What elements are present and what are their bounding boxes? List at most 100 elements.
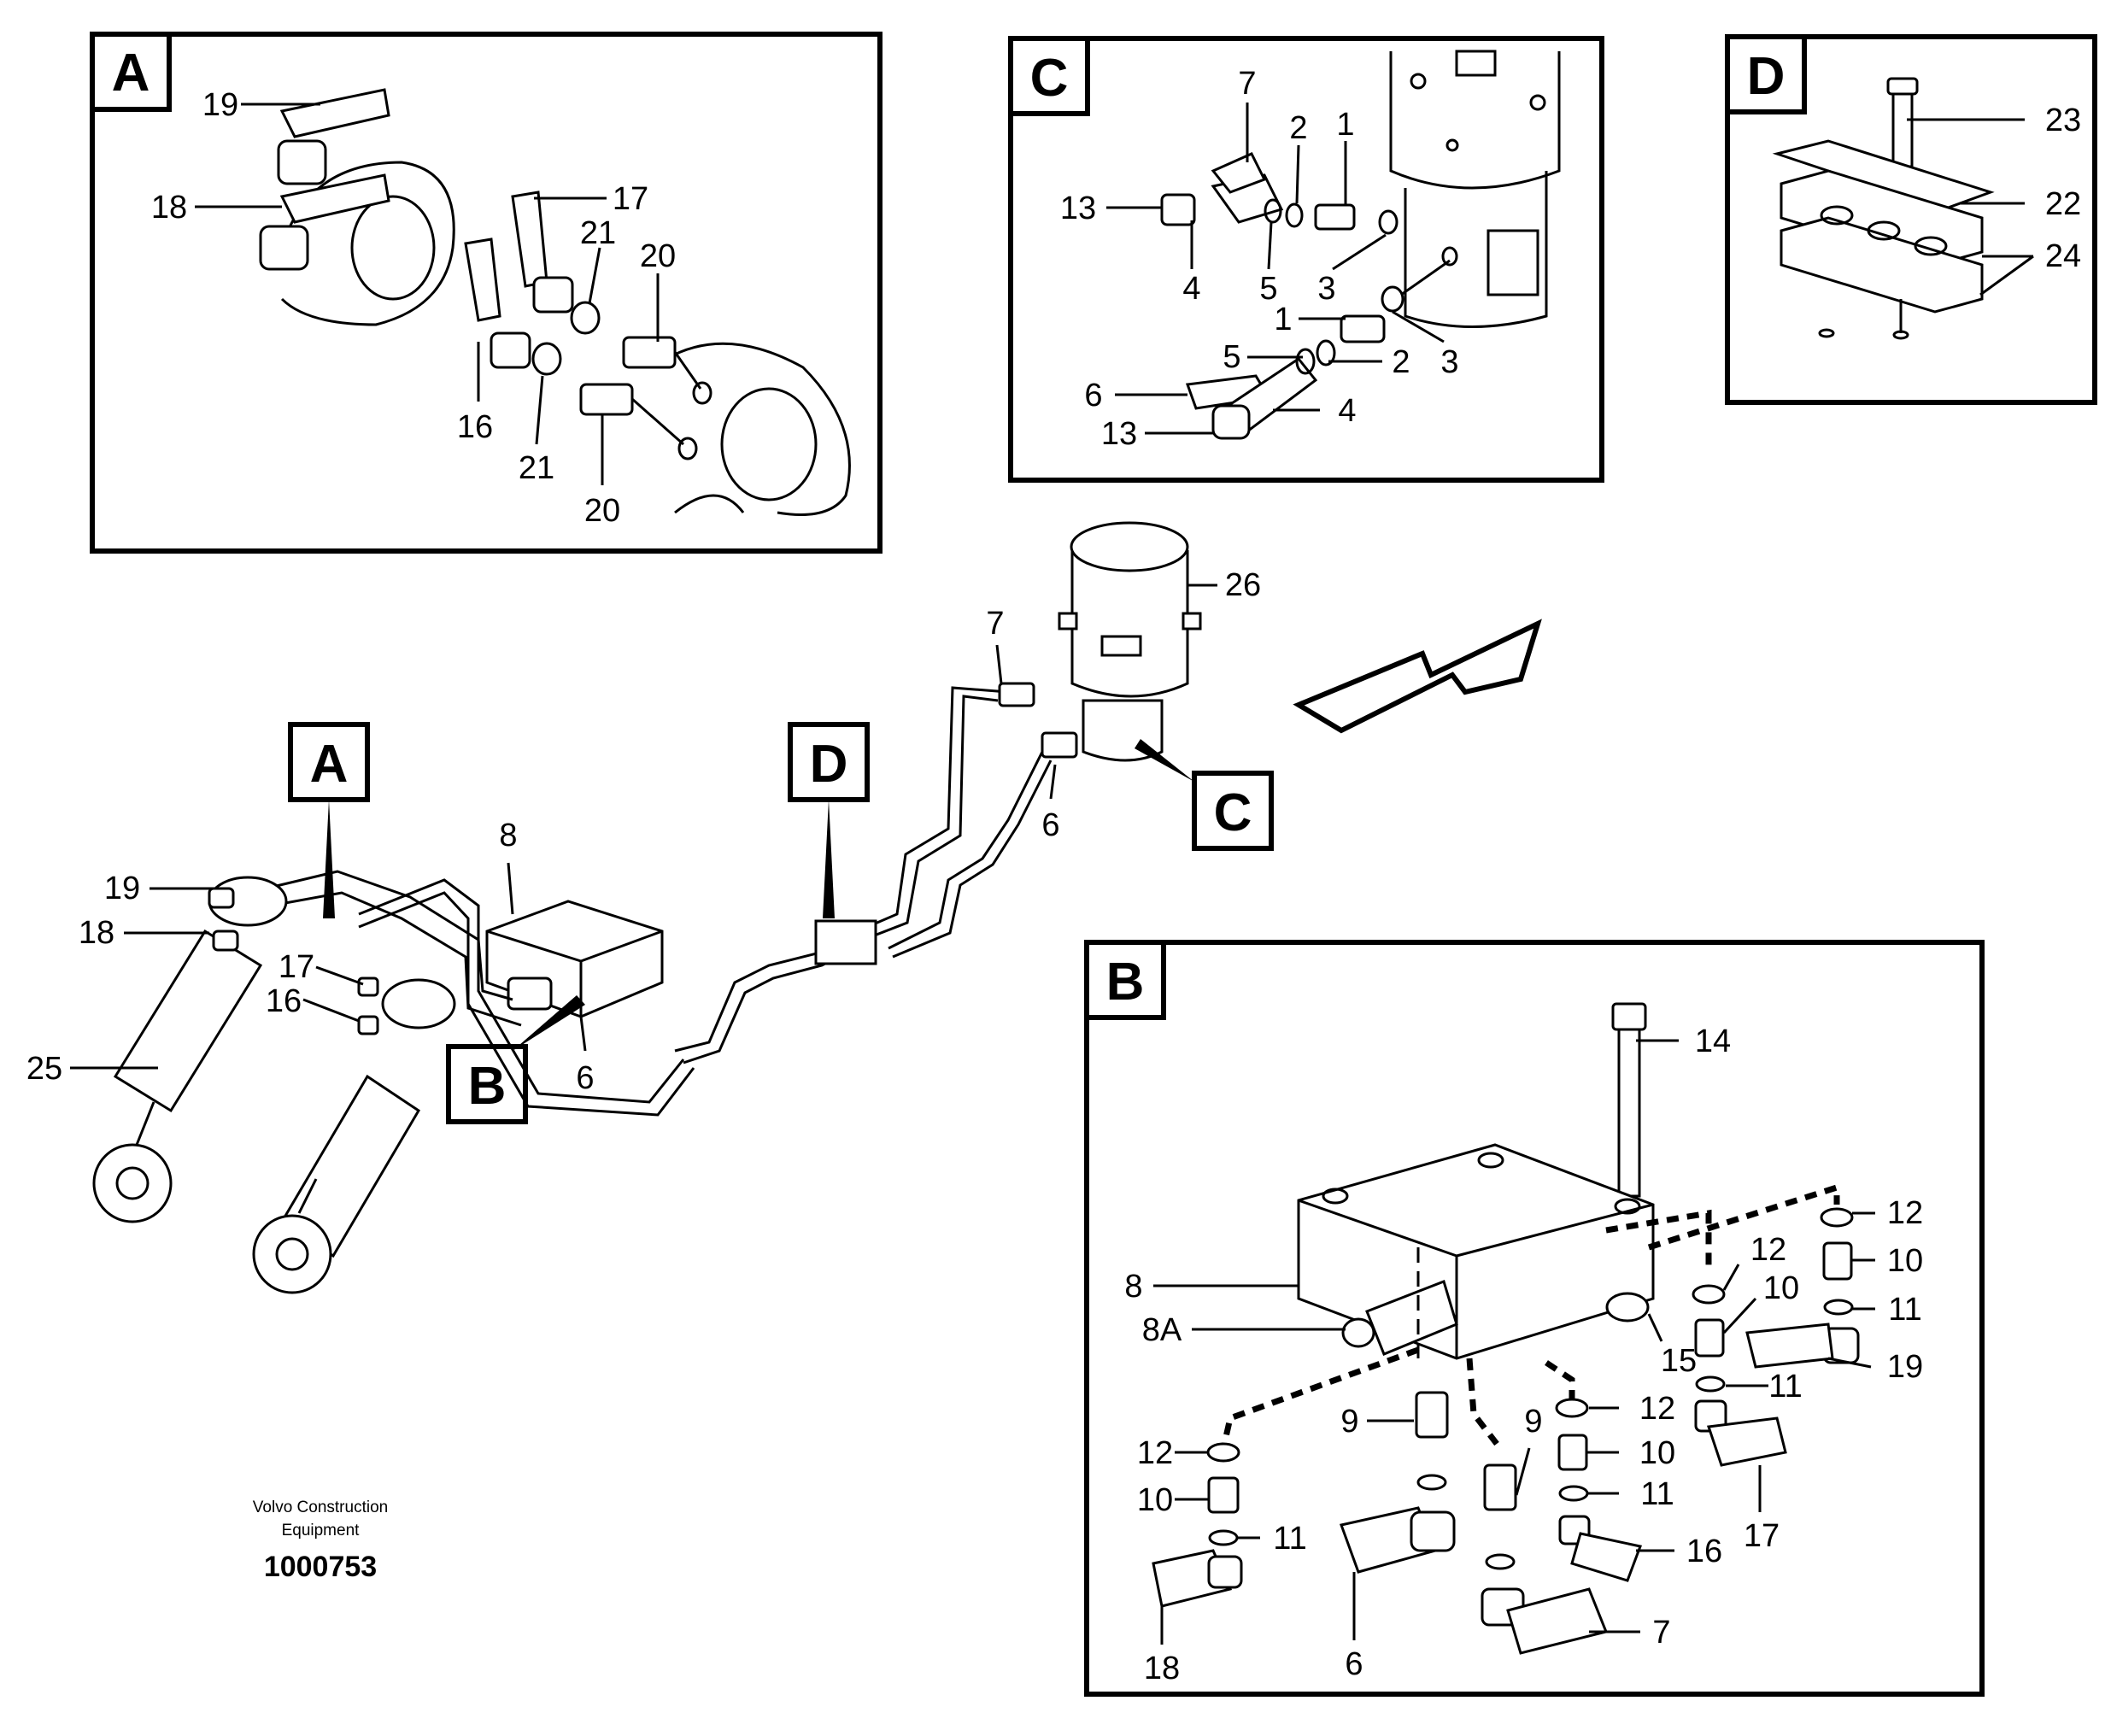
callout-a: A <box>310 735 349 794</box>
elbow-18 <box>259 225 309 271</box>
o-ring-5-upper <box>1264 198 1282 224</box>
elbow-17 <box>532 276 574 314</box>
label-20: 20 <box>640 238 676 274</box>
direction-arrow <box>1293 619 1542 734</box>
label-13-lower: 13 <box>1101 416 1137 452</box>
label-4: 4 <box>1182 271 1200 307</box>
seal-12-left <box>1206 1442 1240 1463</box>
company-line-2: Equipment <box>282 1522 361 1540</box>
label-6: 6 <box>1084 378 1102 413</box>
callout-d: D <box>810 735 848 794</box>
label-26: 26 <box>1225 567 1261 603</box>
label-16-main: 16 <box>266 983 302 1019</box>
label-17: 17 <box>613 181 648 217</box>
label-8: 8 <box>1124 1269 1142 1305</box>
panel-a-flag-box <box>90 32 172 112</box>
pipe-clamp-d <box>814 919 877 965</box>
label-22: 22 <box>2045 186 2081 222</box>
nipple-9-right <box>1483 1463 1517 1511</box>
hose-19 <box>279 88 390 138</box>
label-6-main: 6 <box>1041 807 1059 843</box>
detail-panel-a: A 19 18 17 21 20 <box>90 32 883 554</box>
label-14: 14 <box>1695 1023 1731 1059</box>
adapter-1-lower <box>1340 314 1386 343</box>
label-16-detail: 16 <box>1686 1534 1722 1569</box>
cylinder-eye-lower <box>720 387 818 501</box>
label-17-main: 17 <box>279 949 314 985</box>
label-21: 21 <box>580 215 616 251</box>
o-ring-21-upper <box>570 301 601 335</box>
clamp-half-upper <box>1780 169 1984 267</box>
elbow-16 <box>490 331 531 369</box>
panel-d-flag: D <box>1747 47 1786 106</box>
label-12-left: 12 <box>1137 1435 1173 1471</box>
hose-19-detail <box>1745 1323 1834 1369</box>
cylinder-head-upper <box>280 161 455 326</box>
cylinder-eye-upper <box>350 195 436 301</box>
panel-a-frame <box>90 32 883 554</box>
label-5-lower: 5 <box>1223 339 1240 375</box>
label-15: 15 <box>1661 1343 1697 1379</box>
washer-3-lower <box>1381 285 1404 313</box>
clamp-half-lower <box>1780 216 1984 314</box>
panel-b-frame <box>1084 940 1985 1697</box>
label-12-center: 12 <box>1639 1391 1675 1427</box>
panel-b-flag-box <box>1084 940 1166 1020</box>
nut-13-upper <box>1160 193 1196 226</box>
hose-route-6 <box>888 751 1044 950</box>
o-ring-2-lower <box>1316 339 1336 367</box>
label-3: 3 <box>1317 271 1335 307</box>
callout-b-box <box>446 1044 528 1124</box>
relief-valve-8a <box>1365 1280 1458 1356</box>
nipple-10-left <box>1207 1476 1240 1514</box>
label-7: 7 <box>1238 66 1256 102</box>
label-18-main: 18 <box>79 915 114 951</box>
nipple-9-left <box>1415 1391 1449 1439</box>
hose-17 <box>511 191 548 288</box>
label-20-lower: 20 <box>584 493 620 529</box>
label-18: 18 <box>151 190 187 226</box>
panel-d-frame <box>1725 34 2097 405</box>
label-1: 1 <box>1336 107 1354 143</box>
label-19: 19 <box>202 87 238 123</box>
label-4-lower: 4 <box>1338 393 1356 429</box>
hose-16-detail <box>1570 1532 1643 1582</box>
drawing-number: 1000753 <box>264 1551 377 1583</box>
detail-panel-d: D 23 22 24 <box>1725 34 2097 405</box>
label-10-center: 10 <box>1639 1435 1675 1471</box>
label-6-detail: 6 <box>1345 1646 1363 1682</box>
footer: Volvo Construction Equipment 1000753 <box>253 1498 388 1583</box>
swivel-lower-body <box>1404 171 1548 328</box>
label-11-mid: 11 <box>1768 1369 1802 1405</box>
o-ring-5-lower <box>1295 348 1316 375</box>
hose-16 <box>464 238 501 322</box>
label-7-detail: 7 <box>1652 1615 1670 1651</box>
label-25: 25 <box>26 1051 62 1087</box>
label-16: 16 <box>457 409 493 445</box>
label-12-mid: 12 <box>1750 1232 1786 1268</box>
plug-15 <box>1605 1292 1650 1323</box>
panel-c-flag: C <box>1030 49 1069 108</box>
label-10-left: 10 <box>1137 1482 1173 1518</box>
cylinder-head-lower <box>666 342 851 516</box>
label-9-right: 9 <box>1524 1404 1542 1440</box>
adapter-20-upper <box>622 336 677 369</box>
adapter-1-upper <box>1314 203 1356 231</box>
company-line-1: Volvo Construction <box>253 1498 388 1516</box>
panel-a-flag: A <box>112 44 150 103</box>
label-23: 23 <box>2045 103 2081 138</box>
hydraulic-cylinder-25-left <box>113 929 263 1113</box>
label-24: 24 <box>2045 238 2081 274</box>
label-17-detail: 17 <box>1744 1518 1780 1554</box>
o-ring-21-lower <box>531 342 562 376</box>
label-11-center: 11 <box>1640 1476 1674 1512</box>
washer-3-upper <box>1378 209 1399 235</box>
label-19-detail: 19 <box>1887 1349 1923 1385</box>
panel-b-flag: B <box>1106 953 1145 1012</box>
callout-c: C <box>1214 783 1252 842</box>
label-2-lower: 2 <box>1392 344 1410 380</box>
label-11-left: 11 <box>1273 1521 1306 1557</box>
elbow-19 <box>277 139 327 185</box>
adapter-20-lower <box>579 383 634 416</box>
